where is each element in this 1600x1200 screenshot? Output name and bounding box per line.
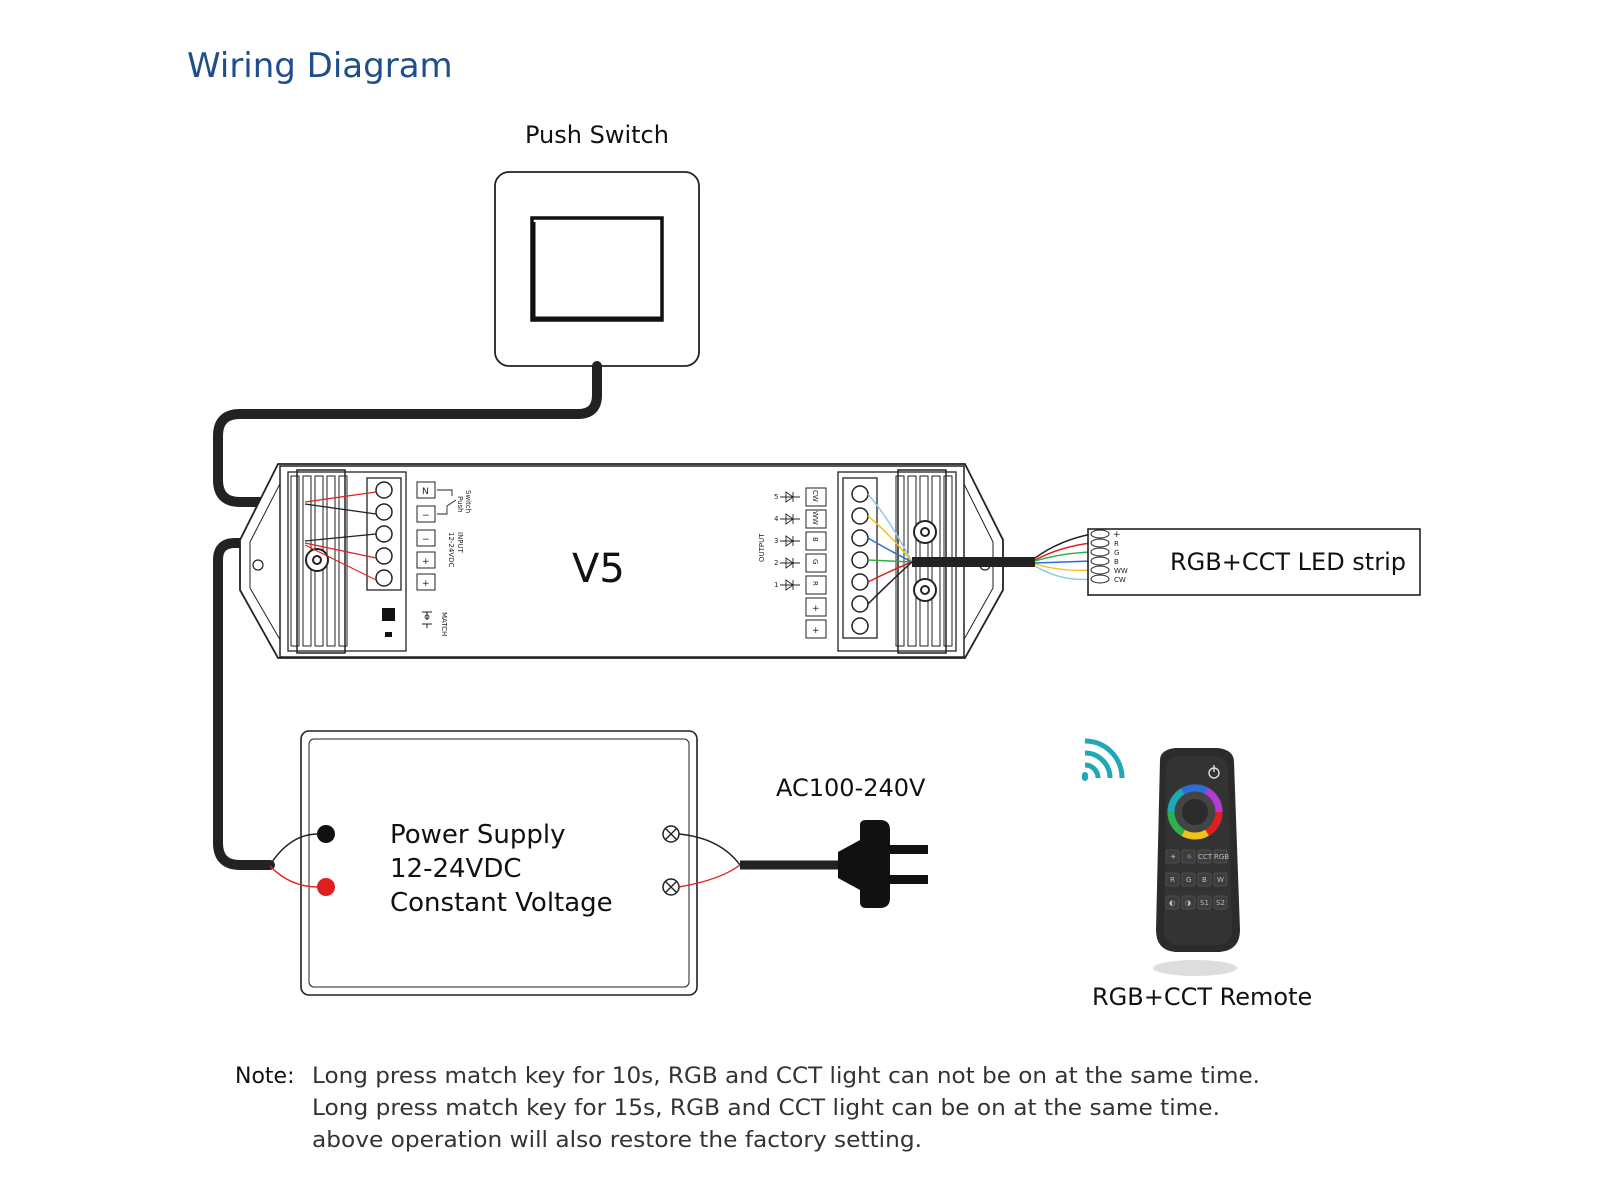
svg-text:W: W — [1217, 876, 1224, 884]
svg-text:G: G — [1186, 876, 1191, 884]
led-strip-wires — [1034, 533, 1093, 581]
input-voltage-label: INPUT — [456, 532, 464, 554]
input-terminal-3: − — [422, 535, 430, 545]
rgb-cct-remote: ☀ ☼ CCT RGB R G B W ◐ ◑ S1 S2 — [1153, 748, 1240, 976]
output-terminal-r: R — [811, 581, 819, 586]
ac-voltage-label: AC100-240V — [776, 774, 926, 802]
dc-positive-terminal — [317, 878, 335, 896]
svg-text:☀: ☀ — [1170, 853, 1176, 861]
svg-text:◑: ◑ — [1185, 899, 1191, 907]
right-clamp-screw-bottom — [913, 578, 937, 602]
right-clamp-screw-top — [913, 520, 937, 544]
push-switch-label: Push Switch — [525, 121, 669, 149]
output-terminal-b: B — [811, 537, 819, 542]
svg-text:2: 2 — [774, 559, 778, 567]
svg-text:4: 4 — [774, 515, 779, 523]
ac-terminal-bottom — [662, 878, 680, 896]
note-line-1: Long press match key for 10s, RGB and CC… — [312, 1064, 1260, 1089]
output-terminal-plus-1: + — [812, 604, 820, 614]
power-supply-line-3: Constant Voltage — [390, 888, 613, 918]
svg-text:RGB: RGB — [1214, 853, 1229, 861]
output-label: OUTPUT — [758, 533, 766, 562]
output-terminal-labels: CW WW B G R + + — [805, 487, 827, 639]
switch-cable — [213, 361, 602, 507]
ac-terminal-top — [662, 825, 680, 843]
led-pin-b: B — [1114, 558, 1119, 566]
svg-text:3: 3 — [774, 537, 778, 545]
svg-text:☼: ☼ — [1186, 853, 1192, 861]
svg-text:S1: S1 — [1200, 899, 1209, 907]
switch-push-label-2: Push — [456, 496, 464, 513]
power-icon[interactable] — [1208, 765, 1220, 779]
input-terminal-1: N — [422, 487, 429, 497]
output-terminal-g: G — [811, 559, 819, 564]
power-supply: Power Supply 12-24VDC Constant Voltage — [300, 730, 698, 996]
dc-input-cable — [213, 538, 310, 870]
note-prefix: Note: — [235, 1064, 295, 1089]
dc-negative-terminal — [317, 825, 335, 843]
remote-keypad[interactable]: ☀ ☼ CCT RGB R G B W ◐ ◑ S1 S2 — [1165, 849, 1229, 910]
input-terminal-5: + — [422, 579, 430, 589]
svg-text:5: 5 — [774, 493, 778, 501]
push-switch — [494, 171, 700, 367]
note-line-3: above operation will also restore the fa… — [312, 1128, 922, 1153]
svg-text:◐: ◐ — [1169, 899, 1175, 907]
controller-model: V5 — [572, 546, 625, 592]
led-pin-g: G — [1114, 549, 1119, 557]
svg-text:S2: S2 — [1216, 899, 1225, 907]
led-pin-plus: + — [1113, 530, 1121, 540]
svg-text:CCT: CCT — [1198, 853, 1213, 861]
output-channel-markers: 5 4 3 2 1 — [774, 491, 800, 591]
power-supply-line-1: Power Supply — [390, 820, 565, 850]
rgb-cct-led-strip: + R G B WW CW RGB+CCT LED strip — [1087, 528, 1421, 596]
match-key[interactable] — [382, 608, 395, 621]
output-terminal-plus-2: + — [812, 626, 820, 636]
led-pin-r: R — [1114, 540, 1119, 548]
match-label: MATCH — [440, 612, 448, 636]
color-wheel[interactable] — [1167, 784, 1223, 840]
remote-label: RGB+CCT Remote — [1092, 983, 1312, 1011]
power-supply-line-2: 12-24VDC — [390, 854, 522, 884]
svg-text:B: B — [1202, 876, 1207, 884]
svg-text:R: R — [1170, 876, 1175, 884]
input-terminal-2: − — [422, 511, 430, 521]
note-line-2: Long press match key for 15s, RGB and CC… — [312, 1096, 1220, 1121]
left-clamp-screw — [305, 548, 329, 572]
svg-text:1: 1 — [774, 581, 778, 589]
v5-controller: N − − + + Switch Push INPUT 12-24VDC MAT… — [239, 463, 1004, 659]
switch-push-label: Switch — [464, 490, 472, 513]
output-terminal-cw: CW — [811, 490, 819, 502]
page-title: Wiring Diagram — [187, 46, 453, 86]
wifi-icon — [1082, 738, 1125, 781]
input-voltage-label-2: 12-24VDC — [447, 532, 455, 568]
ac-plug — [838, 820, 928, 908]
led-pin-cw: CW — [1114, 576, 1126, 584]
input-terminal-4: + — [422, 557, 430, 567]
output-terminal-ww: WW — [811, 511, 819, 525]
led-strip-label: RGB+CCT LED strip — [1170, 548, 1406, 576]
led-pin-ww: WW — [1114, 567, 1128, 575]
